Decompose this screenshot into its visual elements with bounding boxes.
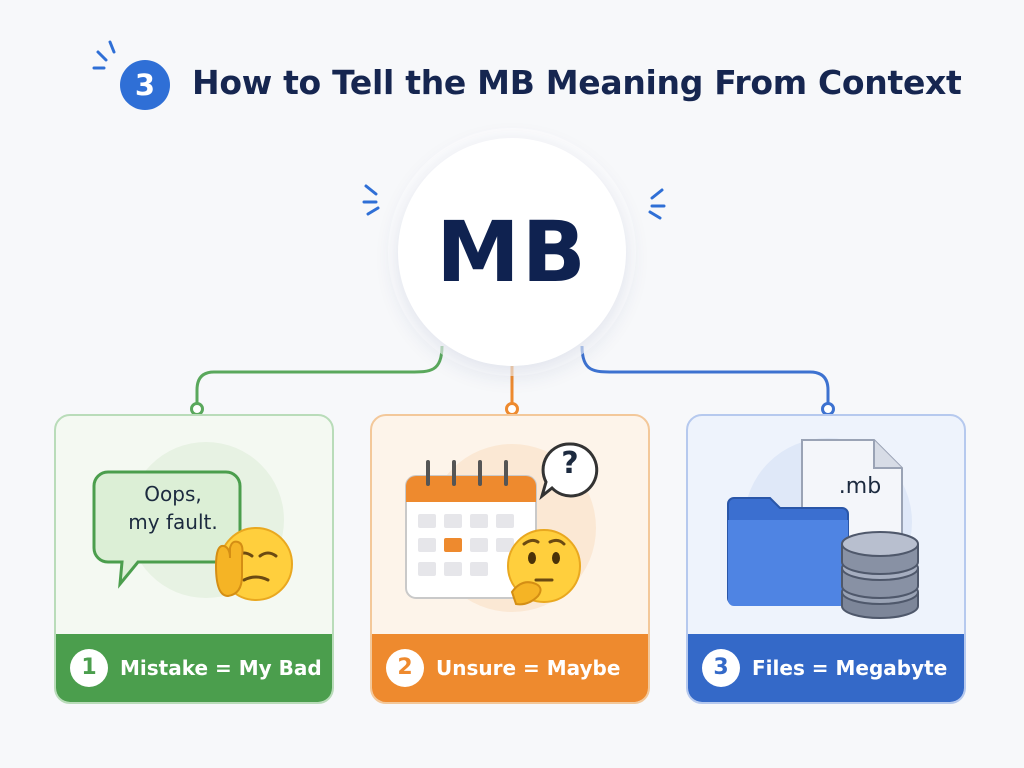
connector-orange-node [505, 402, 519, 416]
title-row: 3 How to Tell the MB Meaning From Contex… [92, 38, 992, 128]
folder-icon [727, 497, 849, 606]
card-unsure-label: Unsure = Maybe [436, 656, 621, 680]
facepalm-emoji-icon [214, 527, 293, 601]
card-unsure-footer: 2 Unsure = Maybe [372, 634, 648, 702]
connector-blue [580, 345, 830, 404]
card-files-illustration: .mb [688, 416, 964, 638]
card-files: .mb 3 Files = Megabyte [686, 414, 966, 704]
database-icon [841, 531, 919, 619]
card-mistake: Oops, my fault. 1 Mistake = My Bad [54, 414, 334, 704]
card-files-label: Files = Megabyte [752, 656, 948, 680]
page-title: How to Tell the MB Meaning From Context [192, 63, 962, 102]
card-mistake-label: Mistake = My Bad [120, 656, 322, 680]
speech-bubble-icon [92, 470, 242, 589]
hub-text: MB [436, 203, 588, 301]
card-files-footer: 3 Files = Megabyte [688, 634, 964, 702]
bubble-line-1: Oops, [144, 482, 202, 506]
title-sparks-icon [92, 40, 116, 70]
connector-green [195, 345, 444, 404]
card-files-number: 3 [702, 649, 740, 687]
title-number-badge: 3 [120, 60, 170, 110]
thinking-emoji-icon [507, 529, 581, 606]
calendar-icon [405, 460, 537, 599]
mb-hub-circle: MB [398, 138, 626, 366]
question-mark: ? [561, 446, 579, 481]
hub-sparks-left-icon [362, 184, 380, 216]
hub-sparks-right-icon [648, 188, 666, 220]
connector-green-node [190, 402, 204, 416]
bubble-line-2: my fault. [128, 510, 218, 534]
question-bubble-icon [539, 442, 599, 501]
file-extension-text: .mb [838, 474, 882, 499]
card-unsure-illustration: ? [372, 416, 648, 638]
card-mistake-footer: 1 Mistake = My Bad [56, 634, 332, 702]
card-mistake-number: 1 [70, 649, 108, 687]
card-mistake-illustration: Oops, my fault. [56, 416, 332, 638]
connector-blue-node [821, 402, 835, 416]
card-unsure: ? 2 Unsure = Maybe [370, 414, 650, 704]
card-unsure-number: 2 [386, 649, 424, 687]
speech-bubble-text: Oops, my fault. [98, 480, 248, 536]
